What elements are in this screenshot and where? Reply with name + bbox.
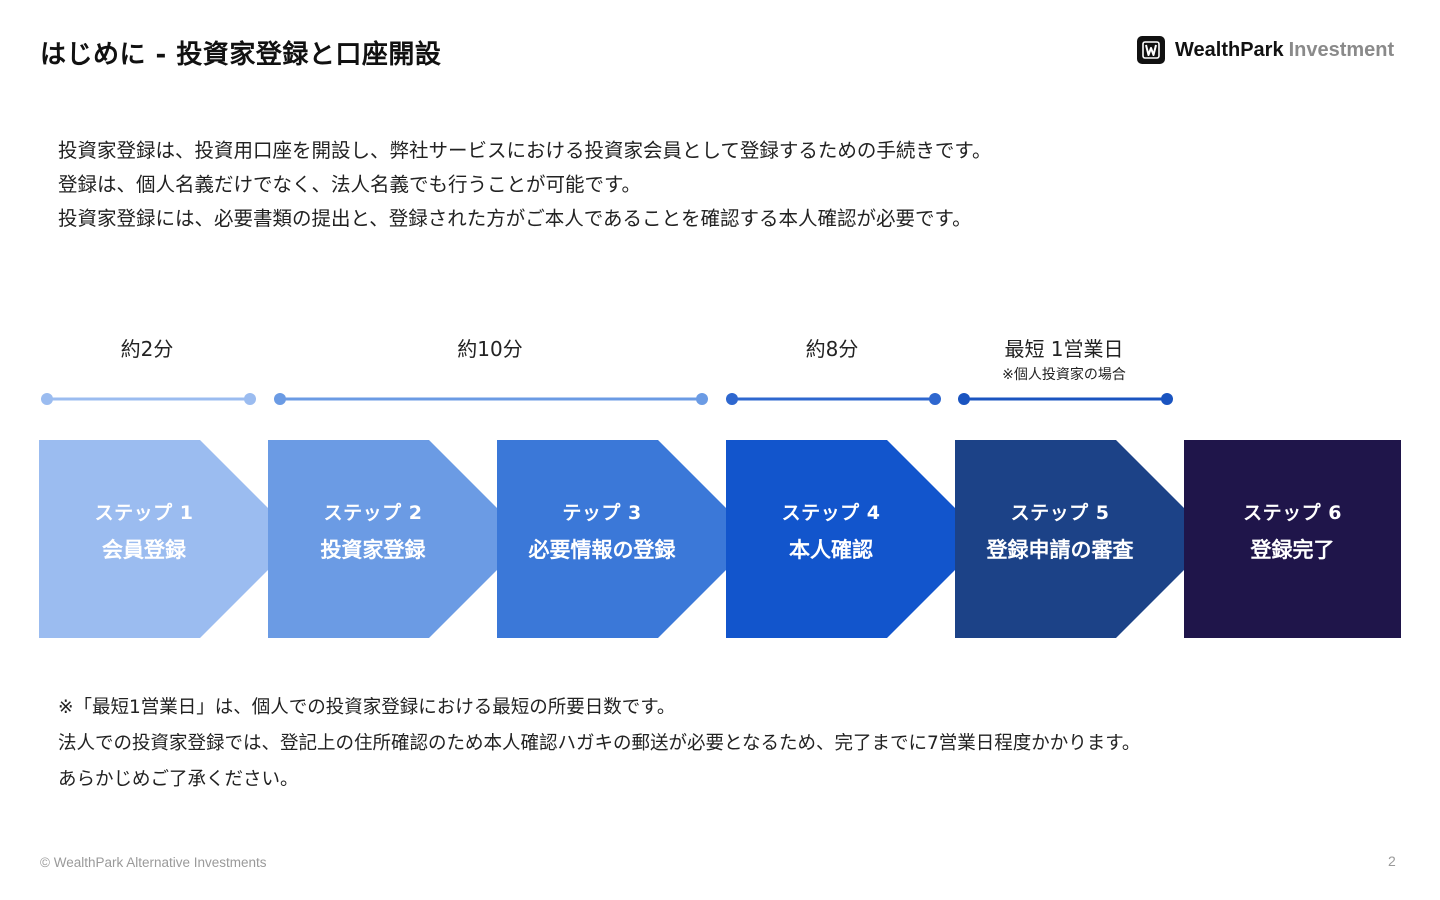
duration-note: ※個人投資家の場合 — [1002, 367, 1126, 383]
step-3: テップ 3 必要情報の登録 — [497, 498, 707, 568]
step-number: ステップ 4 — [781, 502, 881, 524]
step-name: 登録申請の審査 — [986, 538, 1134, 562]
step-number: テップ 3 — [562, 502, 642, 524]
step-number: ステップ 2 — [323, 502, 423, 524]
timeline-segment-3 — [726, 393, 941, 405]
duration-label-2: 約10分 — [457, 337, 523, 361]
note-line: あらかじめご了承ください。 — [58, 769, 299, 790]
duration-label-1: 約2分 — [120, 337, 174, 361]
intro-text: 投資家登録は、投資用口座を開設し、弊社サービスにおける投資家会員として登録するた… — [58, 134, 991, 236]
duration-label-3: 約8分 — [805, 337, 859, 361]
logo-text-bold: WealthPark — [1175, 38, 1284, 61]
intro-line: 登録は、個人名義だけでなく、法人名義でも行うことが可能です。 — [58, 173, 642, 196]
step-name: 会員登録 — [102, 538, 186, 562]
notes-text: ※「最短1営業日」は、個人での投資家登録における最短の所要日数です。 法人での投… — [58, 690, 1140, 798]
step-name: 本人確認 — [789, 538, 873, 562]
logo-text-light: Investment — [1288, 38, 1395, 61]
step-4: ステップ 4 本人確認 — [726, 498, 936, 568]
step-name: 投資家登録 — [320, 538, 426, 562]
note-line: ※「最短1営業日」は、個人での投資家登録における最短の所要日数です。 — [58, 697, 676, 718]
step-5: ステップ 5 登録申請の審査 — [955, 498, 1165, 568]
duration-timeline — [41, 393, 1173, 405]
intro-line: 投資家登録は、投資用口座を開設し、弊社サービスにおける投資家会員として登録するた… — [58, 139, 992, 162]
step-4-chevron — [726, 440, 986, 638]
step-flow — [39, 440, 1401, 638]
step-6-box — [1184, 440, 1401, 638]
step-1-chevron — [39, 440, 299, 638]
step-number: ステップ 5 — [1010, 502, 1110, 524]
page-number: 2 — [1388, 853, 1396, 869]
page-title: はじめに - 投資家登録と口座開設 — [40, 40, 442, 70]
step-number: ステップ 6 — [1243, 502, 1342, 524]
step-3-chevron — [497, 440, 757, 638]
timeline-segment-1 — [41, 393, 256, 405]
timeline-segment-2 — [274, 393, 708, 405]
intro-line: 投資家登録には、必要書類の提出と、登録された方がご本人であることを確認する本人確… — [58, 207, 972, 230]
step-1: ステップ 1 会員登録 — [39, 498, 249, 568]
timeline-segment-4 — [958, 393, 1173, 405]
step-5-chevron — [955, 440, 1215, 638]
logo-icon — [1137, 36, 1165, 64]
step-6: ステップ 6 登録完了 — [1184, 498, 1401, 568]
step-name: 必要情報の登録 — [528, 538, 676, 562]
step-2-chevron — [268, 440, 528, 638]
step-2: ステップ 2 投資家登録 — [268, 498, 478, 568]
note-line: 法人での投資家登録では、登記上の住所確認のため本人確認ハガキの郵送が必要となるた… — [58, 733, 1141, 754]
footer-copyright: © WealthPark Alternative Investments — [40, 855, 267, 870]
step-name: 登録完了 — [1250, 538, 1335, 562]
step-number: ステップ 1 — [94, 502, 194, 524]
duration-label-4: 最短 1営業日 — [1004, 337, 1124, 361]
